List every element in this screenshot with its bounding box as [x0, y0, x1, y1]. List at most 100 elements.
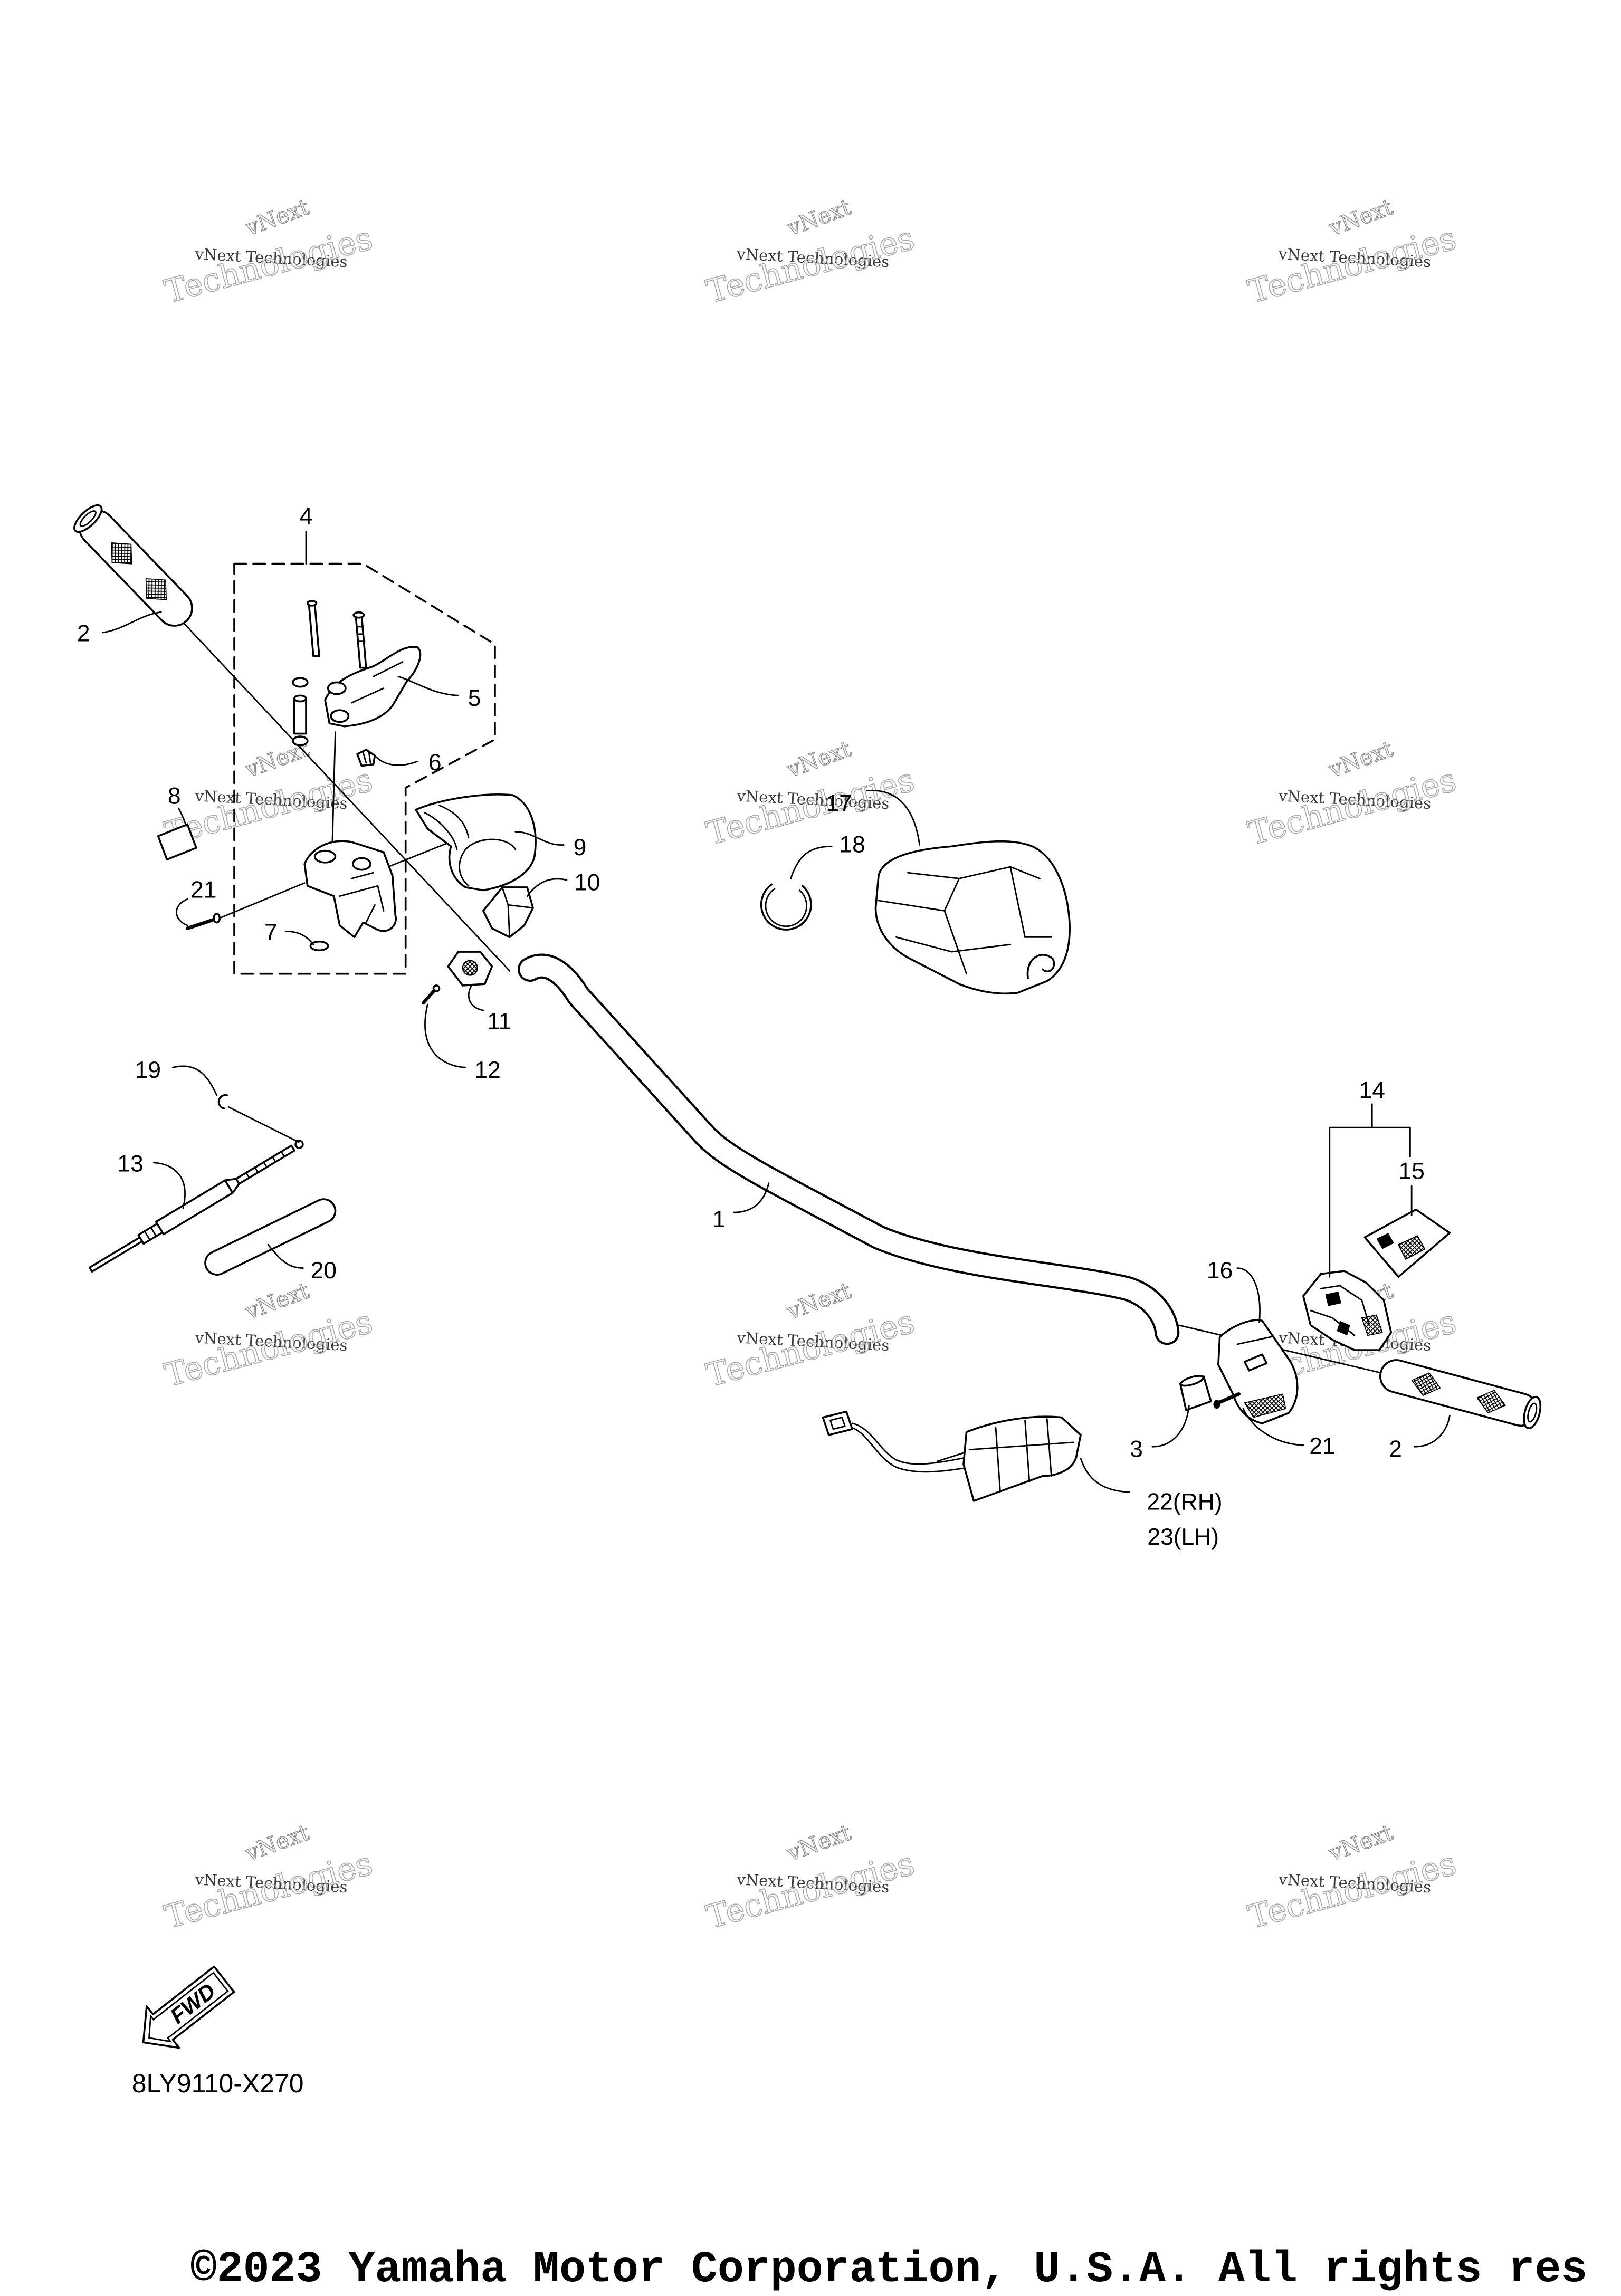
- leader-22-23: [1080, 1458, 1130, 1493]
- leader-2-right: [1414, 1415, 1451, 1448]
- watermark-short-text: vNext: [241, 1819, 312, 1866]
- fwd-arrow-outer: [142, 1965, 235, 2049]
- watermark-short-text: vNext: [241, 194, 312, 241]
- callout-15: 15: [1398, 1158, 1424, 1184]
- right-grip-body: [1379, 1359, 1538, 1427]
- part-7-washer: [309, 940, 329, 952]
- harness-wire-2: [851, 1427, 972, 1473]
- clip-c: [217, 1094, 228, 1109]
- leader-16: [1236, 1267, 1261, 1323]
- callout-13: 13: [117, 1151, 143, 1176]
- fwd-arrow-inner: [148, 1972, 229, 2043]
- panel-button-1: [1376, 1232, 1394, 1249]
- cover-edge-1: [424, 812, 458, 850]
- bracket-hole-1: [313, 849, 337, 864]
- panel-button-2: [1397, 1235, 1426, 1260]
- callout-21-right: 21: [1309, 1433, 1335, 1459]
- callout-17: 17: [826, 791, 852, 817]
- clip-detail: [362, 752, 371, 764]
- left-assembly-axis-line: [180, 620, 511, 972]
- leader-1: [732, 1182, 770, 1213]
- part-19-clip: [217, 1094, 300, 1143]
- lever-holder-hole-bottom: [330, 709, 350, 723]
- part-8-sticker: [157, 823, 197, 861]
- watermark-short-text: vNext: [1325, 194, 1396, 241]
- right-grip-pattern-2: [1476, 1390, 1506, 1414]
- watermark-short-text: vNext: [241, 1277, 312, 1324]
- cover-edge-2: [438, 805, 470, 838]
- part-11-knob: [447, 951, 493, 987]
- fwd-arrow-icon: FWD: [142, 1965, 235, 2049]
- callout-14: 14: [1359, 1078, 1385, 1104]
- spacer-collar: [293, 697, 307, 735]
- harness-connector: [822, 1410, 853, 1436]
- pad-cover-notch: [1026, 954, 1055, 979]
- part-20-tube: [204, 1198, 337, 1276]
- spacer-stack: [292, 677, 309, 747]
- bolt-threaded-threads: [356, 626, 366, 643]
- leader-3: [1151, 1405, 1190, 1448]
- callout-labels: 4 2 5 6 8 9 10 21 7 11 12 17 18 19 13 20…: [77, 504, 1425, 1551]
- part-4-assembly-outline: [233, 562, 496, 975]
- leader-5: [397, 675, 459, 696]
- callout-8: 8: [168, 783, 181, 809]
- callout-21-left: 21: [190, 877, 216, 903]
- switch-edges: [501, 886, 534, 938]
- part-15-switch-panel: [1363, 1208, 1451, 1278]
- leader-14-bracket: [1329, 1103, 1411, 1278]
- callout-18: 18: [839, 831, 865, 857]
- part-2-right-grip: [1379, 1359, 1542, 1430]
- lever-holder-ridge: [350, 661, 404, 704]
- pad-cover-facets: [878, 866, 1052, 975]
- part-2-left-grip: [73, 504, 193, 627]
- watermark-short-text: vNext: [783, 1819, 854, 1866]
- lever-holder-body: [324, 646, 422, 728]
- clamp-inner: [765, 888, 807, 927]
- handlebar-fill: [520, 955, 1178, 1343]
- part-6-clip: [356, 749, 376, 767]
- part-10-switch: [482, 886, 534, 939]
- leader-17: [866, 789, 921, 846]
- watermark-short-text: vNext: [783, 1277, 854, 1324]
- part-13-cable: [88, 1140, 304, 1273]
- callout-1: 1: [712, 1207, 726, 1232]
- bolt-threaded-head: [352, 611, 365, 619]
- part-22-23-grip-heater: [822, 1410, 1082, 1502]
- part-9-cover: [415, 793, 537, 892]
- right-screw-shaft: [1216, 1392, 1241, 1405]
- cable-wire: [88, 1236, 144, 1273]
- part-21-right-screw: [1213, 1392, 1241, 1409]
- bracket-body: [303, 840, 397, 939]
- callout-12: 12: [474, 1057, 500, 1083]
- callout-19: 19: [135, 1057, 161, 1083]
- left-screw-shaft: [185, 917, 216, 931]
- part-3-cap: [1179, 1375, 1212, 1411]
- leader-12: [424, 1003, 466, 1068]
- harness-wire-1: [851, 1422, 970, 1465]
- lever-holder-hole-top: [327, 681, 347, 695]
- heater-panel: [962, 1415, 1082, 1502]
- callout-6: 6: [428, 750, 442, 776]
- right-cover-slot: [1244, 1353, 1268, 1372]
- right-switch-dark-1: [1325, 1292, 1341, 1306]
- left-screw-axis-line: [218, 882, 306, 919]
- callout-2-right: 2: [1389, 1437, 1402, 1462]
- callout-11: 11: [487, 1009, 511, 1035]
- heater-panel-grid: [968, 1418, 1074, 1491]
- right-switch-dark-2: [1361, 1314, 1383, 1336]
- callout-3: 3: [1130, 1437, 1143, 1462]
- watermark-short-text: vNext: [783, 194, 854, 241]
- right-grip-bore: [1527, 1402, 1538, 1423]
- part-16-cover: [1217, 1319, 1299, 1424]
- leader-8: [178, 807, 187, 827]
- leader-2-left: [101, 611, 162, 634]
- callout-4: 4: [300, 504, 313, 530]
- harness-connector-detail: [829, 1417, 846, 1430]
- bracket-hole-2: [351, 857, 371, 871]
- leader-13: [152, 1162, 186, 1209]
